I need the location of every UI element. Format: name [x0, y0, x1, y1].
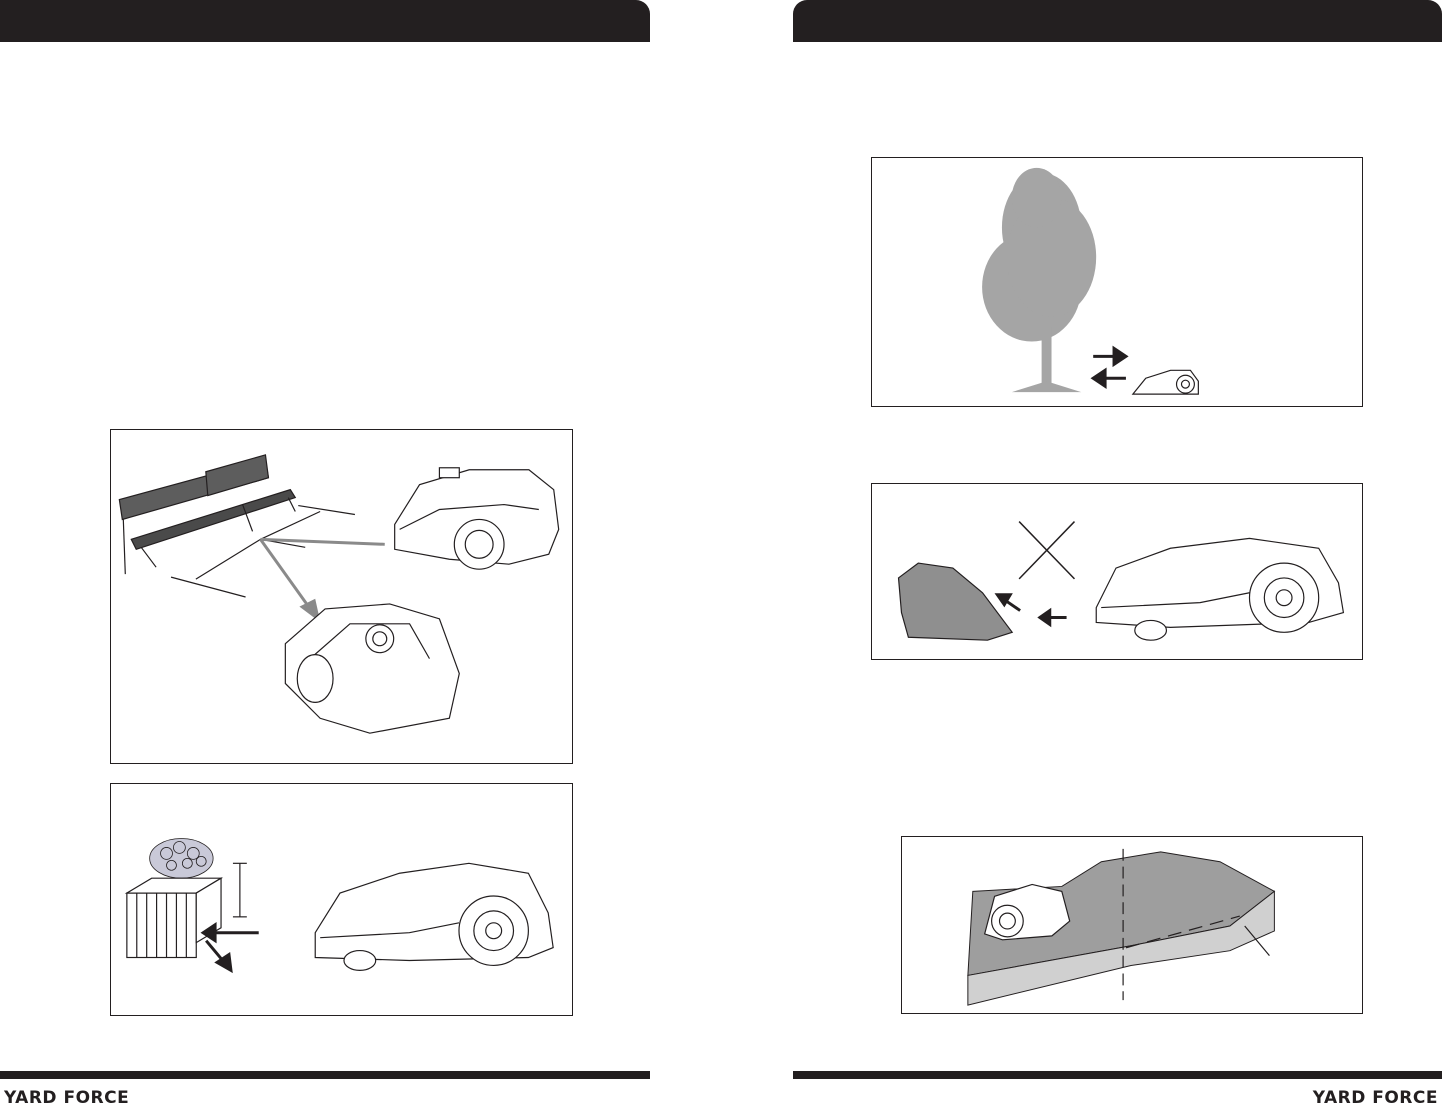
- brand-logo: YARD FORCE: [4, 1088, 130, 1108]
- planter-illustration: [124, 838, 554, 974]
- right-header-bar: [793, 0, 1442, 42]
- left-page: YARD FORCE: [0, 0, 650, 1108]
- tree-illustration: [982, 167, 1199, 395]
- rock-illustration: [897, 521, 1345, 641]
- right-footer-line: [793, 1071, 1442, 1079]
- bench-figure: [110, 429, 573, 764]
- right-page: YARD FORCE: [793, 0, 1442, 1108]
- brand-logo: YARD FORCE: [1312, 1088, 1438, 1108]
- bench-illustration: [118, 454, 560, 734]
- left-header-bar: [0, 0, 650, 42]
- planter-figure: [110, 783, 573, 1016]
- slope-figure: [901, 836, 1363, 1014]
- rock-figure: [871, 483, 1363, 660]
- left-footer-line: [0, 1071, 650, 1079]
- slope-illustration: [967, 848, 1276, 1006]
- tree-figure: [871, 157, 1363, 407]
